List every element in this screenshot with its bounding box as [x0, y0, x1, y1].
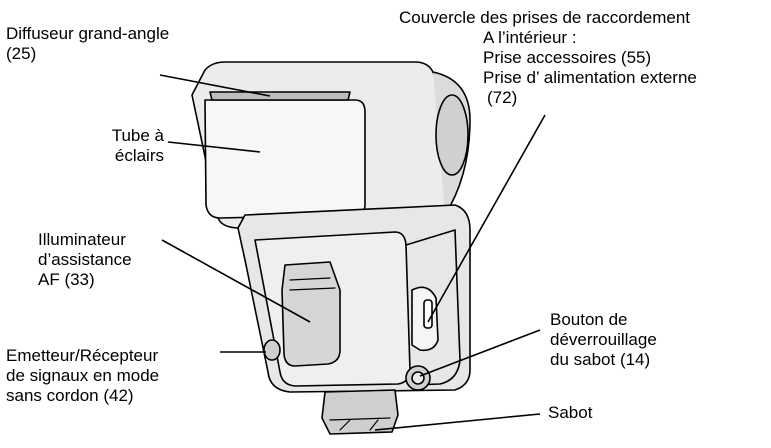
af-illuminator — [281, 261, 341, 367]
leader-shoe — [374, 413, 541, 431]
leader-shoe-release — [419, 329, 541, 377]
label-af-illuminator: Illuminateur d’assistance AF (33) — [38, 230, 132, 289]
wireless-sensor — [263, 339, 281, 361]
leader-diffuser — [159, 74, 271, 97]
label-flash-tube: Tube à éclairs — [111, 126, 164, 165]
head-pivot — [435, 94, 469, 176]
label-shoe: Sabot — [548, 403, 593, 422]
label-wide-diffuser: Diffuseur grand-angle (25) — [6, 24, 170, 63]
leader-flash-tube — [167, 141, 261, 153]
shoe — [321, 389, 399, 435]
flash-tube-panel — [204, 99, 366, 219]
wide-angle-diffuser — [209, 91, 351, 101]
label-terminal-cover: Couvercle des prises de raccordement A l… — [399, 8, 697, 107]
label-shoe-release: Bouton de déverrouillage du sabot (14) — [550, 310, 657, 369]
label-wireless: Emetteur/Récepteur de signaux en mode sa… — [6, 346, 160, 405]
leader-af-illuminator — [161, 239, 311, 323]
leader-terminal-cover — [427, 114, 546, 323]
